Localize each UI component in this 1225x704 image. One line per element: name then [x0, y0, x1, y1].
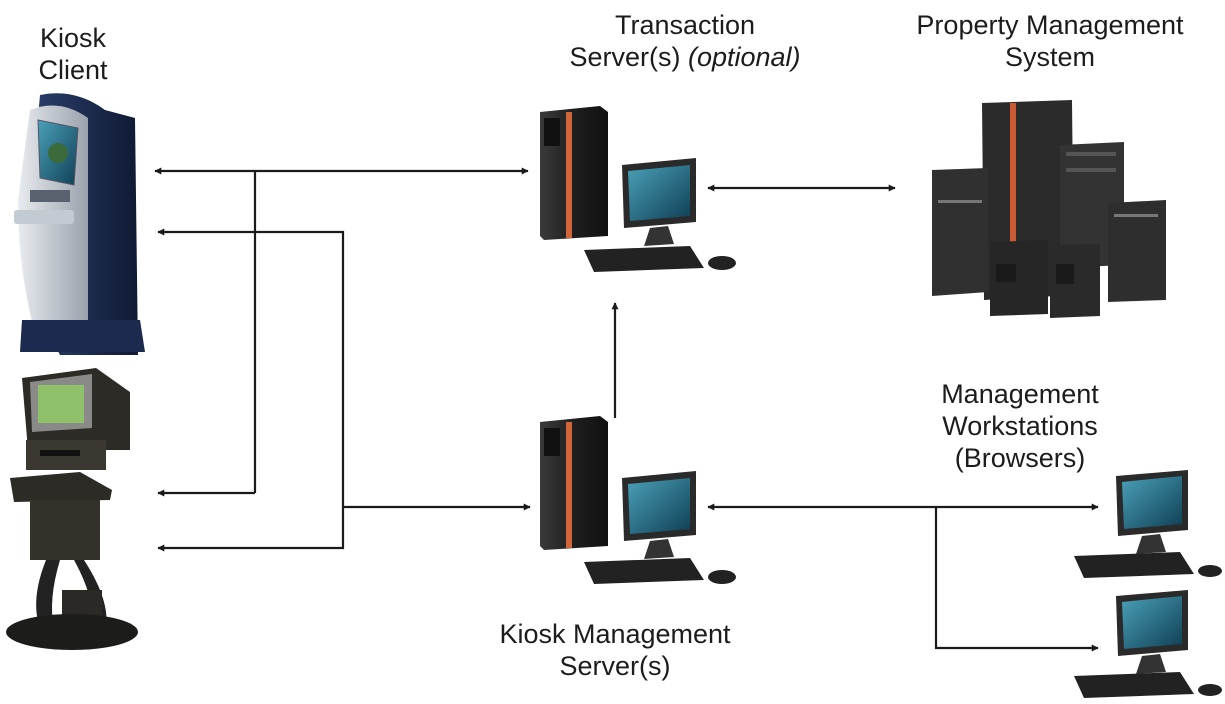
label-kiosk-client-line2: Client: [38, 55, 108, 85]
label-transaction-server-line2: Server(s): [569, 42, 688, 72]
branch-workstation-2: [934, 507, 1099, 652]
label-kiosk-client: Kiosk Client: [18, 22, 128, 86]
monitor-keyboard-icon: [1074, 590, 1222, 698]
label-kiosk-client-line1: Kiosk: [39, 23, 107, 53]
label-management-workstations-line1: Management: [941, 379, 1099, 409]
label-property-management-line1: Property Management: [916, 10, 1184, 40]
label-management-workstations: Management Workstations (Browsers): [900, 378, 1140, 474]
label-property-management-line2: System: [1004, 42, 1096, 72]
label-kiosk-management-server-line2: Server(s): [559, 651, 671, 681]
branch-kms-lower: [157, 507, 345, 552]
kiosk-terminal-blue-icon: [14, 93, 145, 355]
label-management-workstations-line2: Workstations: [942, 411, 1098, 441]
server-tower-icon: [540, 106, 608, 240]
server-cluster-icon: [932, 100, 1166, 318]
label-transaction-server-line1: Transaction: [614, 10, 756, 40]
branch-kms-upper: [157, 228, 345, 507]
label-kiosk-management-server: Kiosk Management Server(s): [455, 618, 775, 682]
server-tower-icon: [540, 416, 608, 550]
monitor-keyboard-icon: [584, 158, 736, 272]
label-transaction-server: Transaction Server(s) (optional): [520, 9, 850, 73]
label-kiosk-management-server-line1: Kiosk Management: [499, 619, 731, 649]
connectors: [154, 167, 1099, 652]
monitor-keyboard-icon: [1074, 470, 1222, 578]
kiosk-terminal-black-icon: [6, 368, 138, 650]
label-property-management: Property Management System: [880, 9, 1220, 73]
label-management-workstations-line3: (Browsers): [954, 443, 1086, 473]
monitor-keyboard-icon: [584, 471, 736, 584]
label-transaction-server-note: (optional): [687, 42, 801, 72]
